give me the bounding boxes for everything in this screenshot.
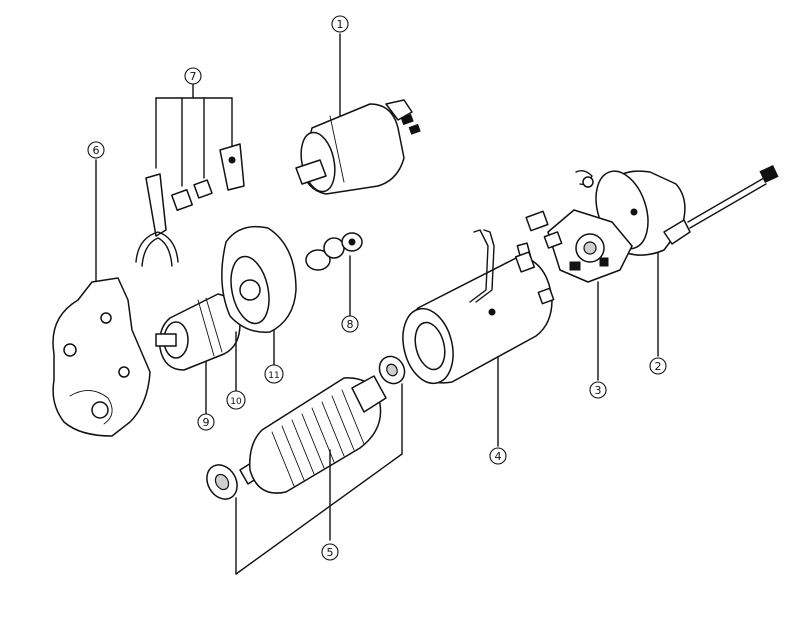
shift-lever-part (135, 83, 245, 267)
callout-4-label: 4 (495, 450, 502, 463)
callout-9: 9 (197, 413, 215, 431)
callout-6: 6 (87, 141, 105, 159)
solenoid-part (295, 33, 421, 195)
callout-7: 7 (184, 67, 202, 85)
callout-11: 11 (264, 364, 284, 384)
drive-housing-part (52, 159, 151, 437)
end-plate-part (221, 225, 297, 367)
callout-1: 1 (331, 15, 349, 33)
callout-6-label: 6 (93, 144, 100, 157)
callout-8: 8 (341, 315, 359, 333)
brush-holder-part (516, 209, 633, 381)
callout-1-label: 1 (337, 18, 344, 31)
callout-3-label: 3 (595, 384, 602, 397)
gear-washer-part (305, 232, 363, 319)
callout-9-label: 9 (203, 416, 210, 429)
callout-8-label: 8 (347, 318, 354, 331)
callout-7-label: 7 (190, 70, 197, 83)
callout-2: 2 (649, 357, 667, 375)
callout-5-label: 5 (327, 546, 334, 559)
callout-3: 3 (589, 381, 607, 399)
armature-part (206, 355, 406, 575)
callout-10: 10 (226, 390, 246, 410)
yoke-part (402, 229, 555, 447)
callout-2-label: 2 (655, 360, 662, 373)
callout-10-label: 10 (230, 397, 242, 407)
callout-5: 5 (321, 543, 339, 561)
callout-11-label: 11 (268, 371, 279, 381)
callout-4: 4 (489, 447, 507, 465)
